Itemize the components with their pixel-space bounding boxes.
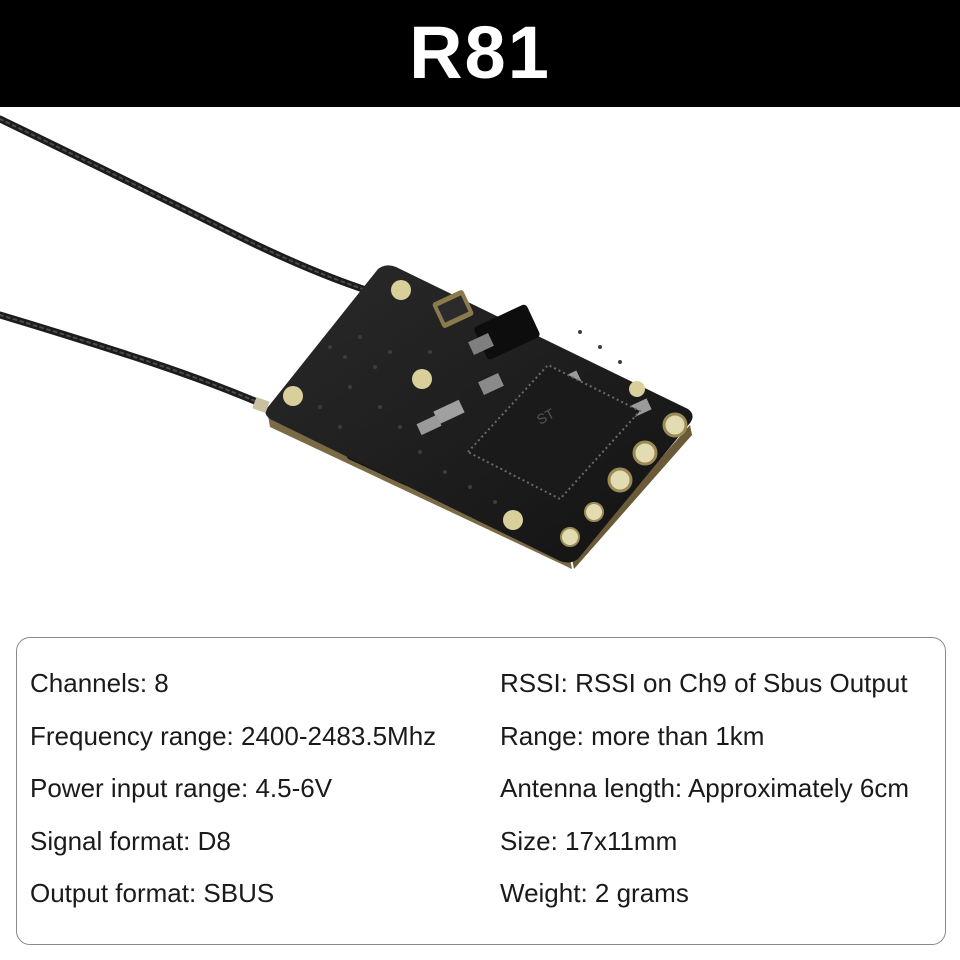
page-title: R81 [409, 10, 551, 94]
spec-output-format: Output format: SBUS [30, 878, 275, 908]
antenna-wire-lower [0, 311, 266, 408]
receiver-board-icon: ST [0, 115, 693, 569]
spec-rssi: RSSI: RSSI on Ch9 of Sbus Output [500, 668, 908, 698]
product-image: ST [0, 107, 960, 627]
spec-antenna-length: Antenna length: Approximately 6cm [500, 773, 910, 803]
title-bar: R81 [0, 0, 960, 107]
specs-left-column: Channels: 8 Frequency range: 2400-2483.5… [30, 666, 436, 929]
spec-size: Size: 17x11mm [500, 825, 678, 856]
specs-right-column: RSSI: RSSI on Ch9 of Sbus Output Range: … [500, 666, 909, 929]
specs-box: Channels: 8 Frequency range: 2400-2483.5… [16, 637, 946, 945]
antenna-wire-upper [0, 115, 376, 296]
spec-weight: Weight: 2 grams [500, 878, 689, 908]
spec-channels: Channels: 8 [30, 668, 169, 698]
spec-range: Range: more than 1km [500, 720, 765, 751]
spec-frequency-range: Frequency range: 2400-2483.5Mhz [30, 720, 437, 751]
spec-power-input-range: Power input range: 4.5-6V [30, 773, 333, 803]
svg-text:ST: ST [534, 405, 558, 428]
spec-signal-format: Signal format: D8 [30, 825, 231, 856]
